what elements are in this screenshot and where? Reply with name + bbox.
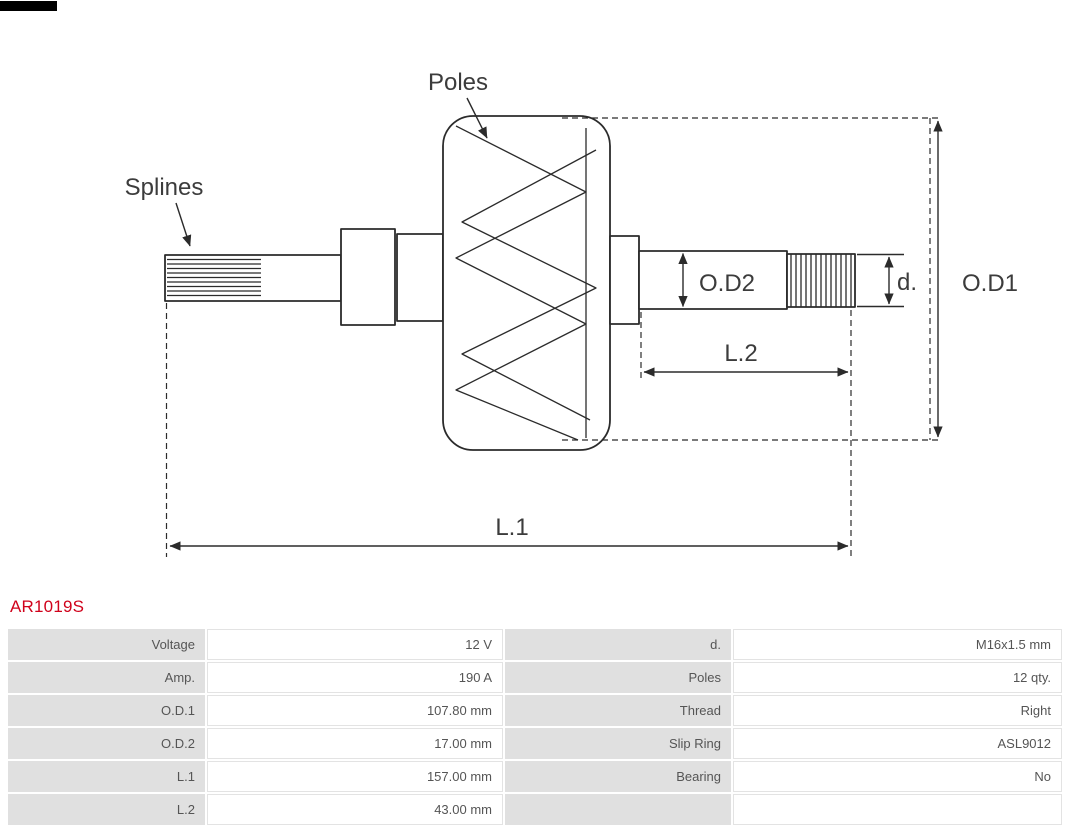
spec-bearing-label: Bearing bbox=[505, 761, 731, 792]
spec-l1-label: L.1 bbox=[8, 761, 205, 792]
dim-od2: O.D2 bbox=[678, 252, 755, 308]
splines-label: Splines bbox=[125, 174, 204, 201]
spec-table: Voltage 12 V d. M16x1.5 mm Amp. 190 A Po… bbox=[8, 629, 1062, 825]
spec-poles-label: Poles bbox=[505, 662, 731, 693]
spec-od1-value: 107.80 mm bbox=[207, 695, 503, 726]
spec-voltage-value: 12 V bbox=[207, 629, 503, 660]
splines-leader-arrow bbox=[175, 202, 192, 247]
spec-amp-label: Amp. bbox=[8, 662, 205, 693]
spec-od2-value: 17.00 mm bbox=[207, 728, 503, 759]
shaft-collars bbox=[340, 228, 444, 326]
spec-d-value: M16x1.5 mm bbox=[733, 629, 1062, 660]
splines-callout: Splines bbox=[125, 174, 204, 247]
spec-l2-value: 43.00 mm bbox=[207, 794, 503, 825]
poles-label: Poles bbox=[428, 69, 488, 96]
l1-label: L.1 bbox=[495, 514, 528, 541]
splined-shaft bbox=[164, 254, 342, 302]
dim-l1: L.1 bbox=[165, 303, 849, 557]
claw-poles bbox=[455, 125, 597, 441]
spec-amp-value: 190 A bbox=[207, 662, 503, 693]
poles-callout: Poles bbox=[428, 69, 488, 139]
spec-slipring-label: Slip Ring bbox=[505, 728, 731, 759]
spec-od2-label: O.D.2 bbox=[8, 728, 205, 759]
spec-thread-label: Thread bbox=[505, 695, 731, 726]
logo-fragment bbox=[0, 1, 57, 11]
spec-voltage-label: Voltage bbox=[8, 629, 205, 660]
thread-section bbox=[786, 253, 856, 308]
d-label: d. bbox=[897, 269, 917, 296]
od2-label: O.D2 bbox=[699, 270, 755, 297]
spec-thread-value: Right bbox=[733, 695, 1062, 726]
dim-od1: O.D1 bbox=[933, 120, 1018, 438]
od1-dashed-outline bbox=[562, 117, 941, 441]
spec-bearing-value: No bbox=[733, 761, 1062, 792]
spec-empty-value bbox=[733, 794, 1062, 825]
spec-d-label: d. bbox=[505, 629, 731, 660]
dim-d: d. bbox=[857, 253, 917, 308]
spec-poles-value: 12 qty. bbox=[733, 662, 1062, 693]
spec-slipring-value: ASL9012 bbox=[733, 728, 1062, 759]
part-number: AR1019S bbox=[10, 597, 85, 616]
poles-leader-arrow bbox=[466, 97, 488, 139]
od1-label: O.D1 bbox=[962, 270, 1018, 297]
spec-l2-label: L.2 bbox=[8, 794, 205, 825]
rotor-technical-drawing: O.D1 O.D2 d. L.2 L.1 Poles bbox=[125, 69, 1018, 557]
spec-empty-label bbox=[505, 794, 731, 825]
spec-l1-value: 157.00 mm bbox=[207, 761, 503, 792]
spec-od1-label: O.D.1 bbox=[8, 695, 205, 726]
rotor-shaft-right bbox=[609, 235, 788, 325]
dim-l2: L.2 bbox=[640, 310, 852, 557]
l2-label: L.2 bbox=[724, 340, 757, 367]
